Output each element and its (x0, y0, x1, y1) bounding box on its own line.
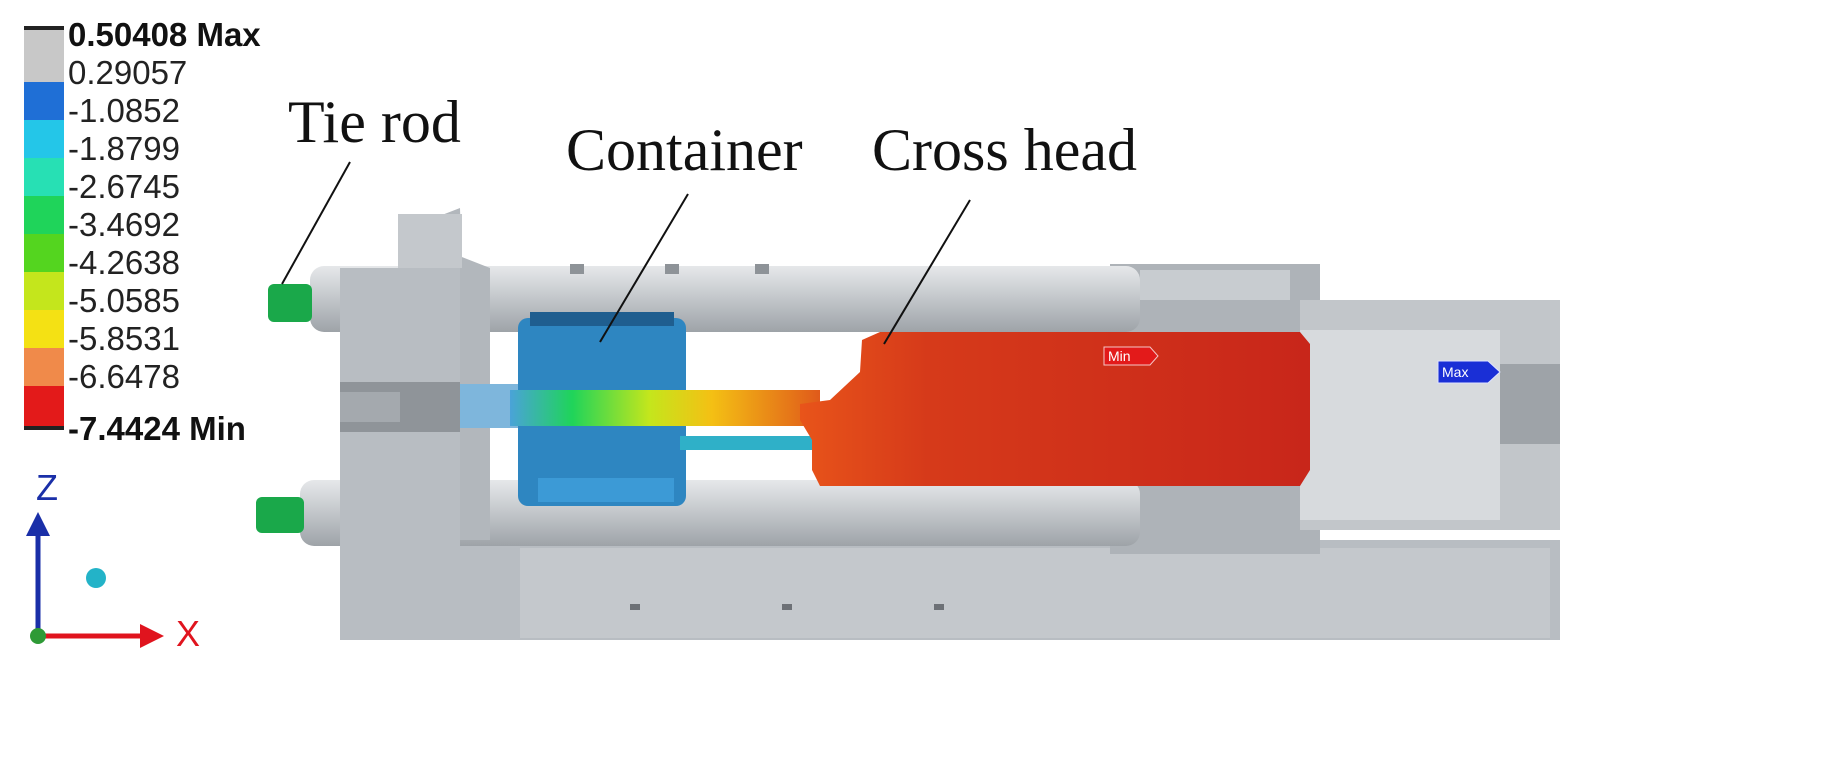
legend-label-8: -5.8531 (68, 320, 180, 357)
legend-label-2: -1.0852 (68, 92, 180, 129)
legend-label-10: -7.4424 Min (68, 410, 246, 447)
legend-label-7: -5.0585 (68, 282, 180, 319)
coordinate-triad (26, 512, 164, 648)
cross-head-body (800, 332, 1310, 486)
tie-rod-leader (281, 161, 351, 285)
legend-label-6: -4.2638 (68, 244, 180, 281)
max-marker (1437, 360, 1501, 384)
min-tag-label: Min (1108, 348, 1131, 364)
legend-swatch-2 (24, 82, 64, 120)
max-tag-label: Max (1442, 364, 1469, 380)
legend-label-4: -2.6745 (68, 168, 180, 205)
container-leader (599, 193, 689, 343)
front-platen (340, 208, 490, 640)
legend-swatch-8 (24, 310, 64, 348)
legend-label-0: 0.50408 Max (68, 16, 261, 53)
legend-swatch-6 (24, 234, 64, 272)
legend-swatch-0 (24, 30, 64, 44)
legend-label-9: -6.6478 (68, 358, 180, 395)
legend-label-3: -1.8799 (68, 130, 180, 167)
tie-rods (300, 264, 1140, 546)
legend-swatch-9 (24, 348, 64, 386)
z-axis-label: Z (36, 467, 58, 508)
legend-swatch-4 (24, 158, 64, 196)
tie-rod-nuts (256, 284, 312, 533)
legend-swatch-7 (24, 272, 64, 310)
ram (510, 390, 840, 450)
legend-label-5: -3.4692 (68, 206, 180, 243)
legend-swatch-3 (24, 120, 64, 158)
x-axis-label: X (176, 613, 201, 654)
min-marker (1103, 346, 1159, 366)
legend-swatch-5 (24, 196, 64, 234)
legend-cap-top (24, 26, 64, 30)
cross-head-leader (883, 199, 971, 345)
legend-swatch-1 (24, 44, 64, 82)
machine-base (340, 540, 1560, 640)
legend-cap-bottom (24, 426, 64, 430)
container-callout: Container (566, 117, 803, 183)
cross-head-callout: Cross head (872, 117, 1137, 183)
legend-label-1: 0.29057 (68, 54, 188, 91)
tie-rod-callout: Tie rod (288, 89, 461, 155)
legend-swatch-10 (24, 386, 64, 426)
